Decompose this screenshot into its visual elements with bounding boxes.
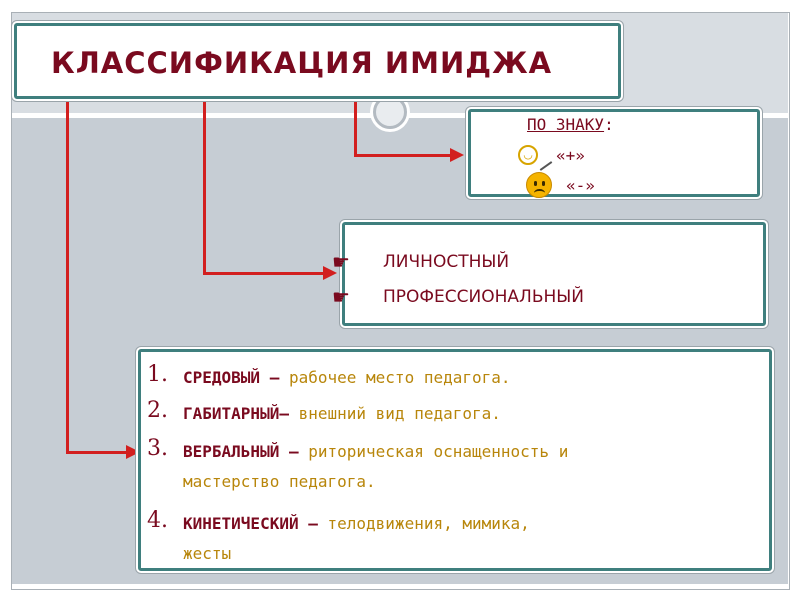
title-box: КЛАССИФИКАЦИЯ ИМИДЖА [14,23,621,99]
pointing-hand-icon: ☛ [332,285,350,309]
connector-line [354,154,452,157]
list-term: СРЕДОВЫЙ [183,368,261,387]
connector-arrowhead [450,148,464,162]
sign-heading: ПО ЗНАКУ: [527,115,614,134]
list-number: 4. [147,508,168,533]
list-box: 1. СРЕДОВЫЙ – рабочее место педагога. 2.… [138,349,772,571]
sign-minus: «-» [566,176,595,195]
list-separator: – [279,404,299,423]
connector-line [66,451,128,454]
list-term: ГАБИТАРНЫЙ [183,404,280,423]
connector-arrowhead [126,445,140,459]
connector-line [203,272,325,275]
list-separator: – [260,368,289,387]
list-number: 3. [147,436,168,461]
type-label: ЛИЧНОСТНЫЙ [383,252,510,272]
list-description-cont: жесты [183,544,232,563]
type-label: ПРОФЕССИОНАЛЬНЫЙ [383,287,584,307]
sign-heading-colon: : [604,115,614,134]
page-title: КЛАССИФИКАЦИЯ ИМИДЖА [51,46,553,80]
type-box: ☛ ЛИЧНОСТНЫЙ ☛ ПРОФЕССИОНАЛЬНЫЙ [332,222,766,326]
list-separator: – [279,442,309,461]
sign-heading-text: ПО ЗНАКУ [527,115,605,134]
connector-line [66,99,69,454]
list-description: внешний вид педагога. [298,404,501,423]
callout-line [539,161,553,171]
list-separator: – [298,514,328,533]
sign-box: ПО ЗНАКУ: ◡ «+» «-» [468,109,760,198]
ring-ornament [373,95,407,129]
sign-plus: «+» [556,146,585,165]
list-description: телодвижения, мимика, [327,514,530,533]
list-number: 2. [147,398,168,423]
list-term: КИНЕТИЧЕСКИЙ [183,514,299,533]
smiley-icon: ◡ [518,145,538,165]
list-description: риторическая оснащенность и [308,442,569,461]
list-term: ВЕРБАЛЬНЫЙ [183,442,280,461]
connector-line [203,99,206,275]
list-description: рабочее место педагога. [288,368,511,387]
connector-line [354,99,357,157]
pointing-hand-icon: ☛ [332,250,350,274]
frowning-face-icon [526,172,552,198]
list-number: 1. [147,362,168,387]
connector-arrowhead [323,266,337,280]
list-description-cont: мастерство педагога. [183,472,376,491]
